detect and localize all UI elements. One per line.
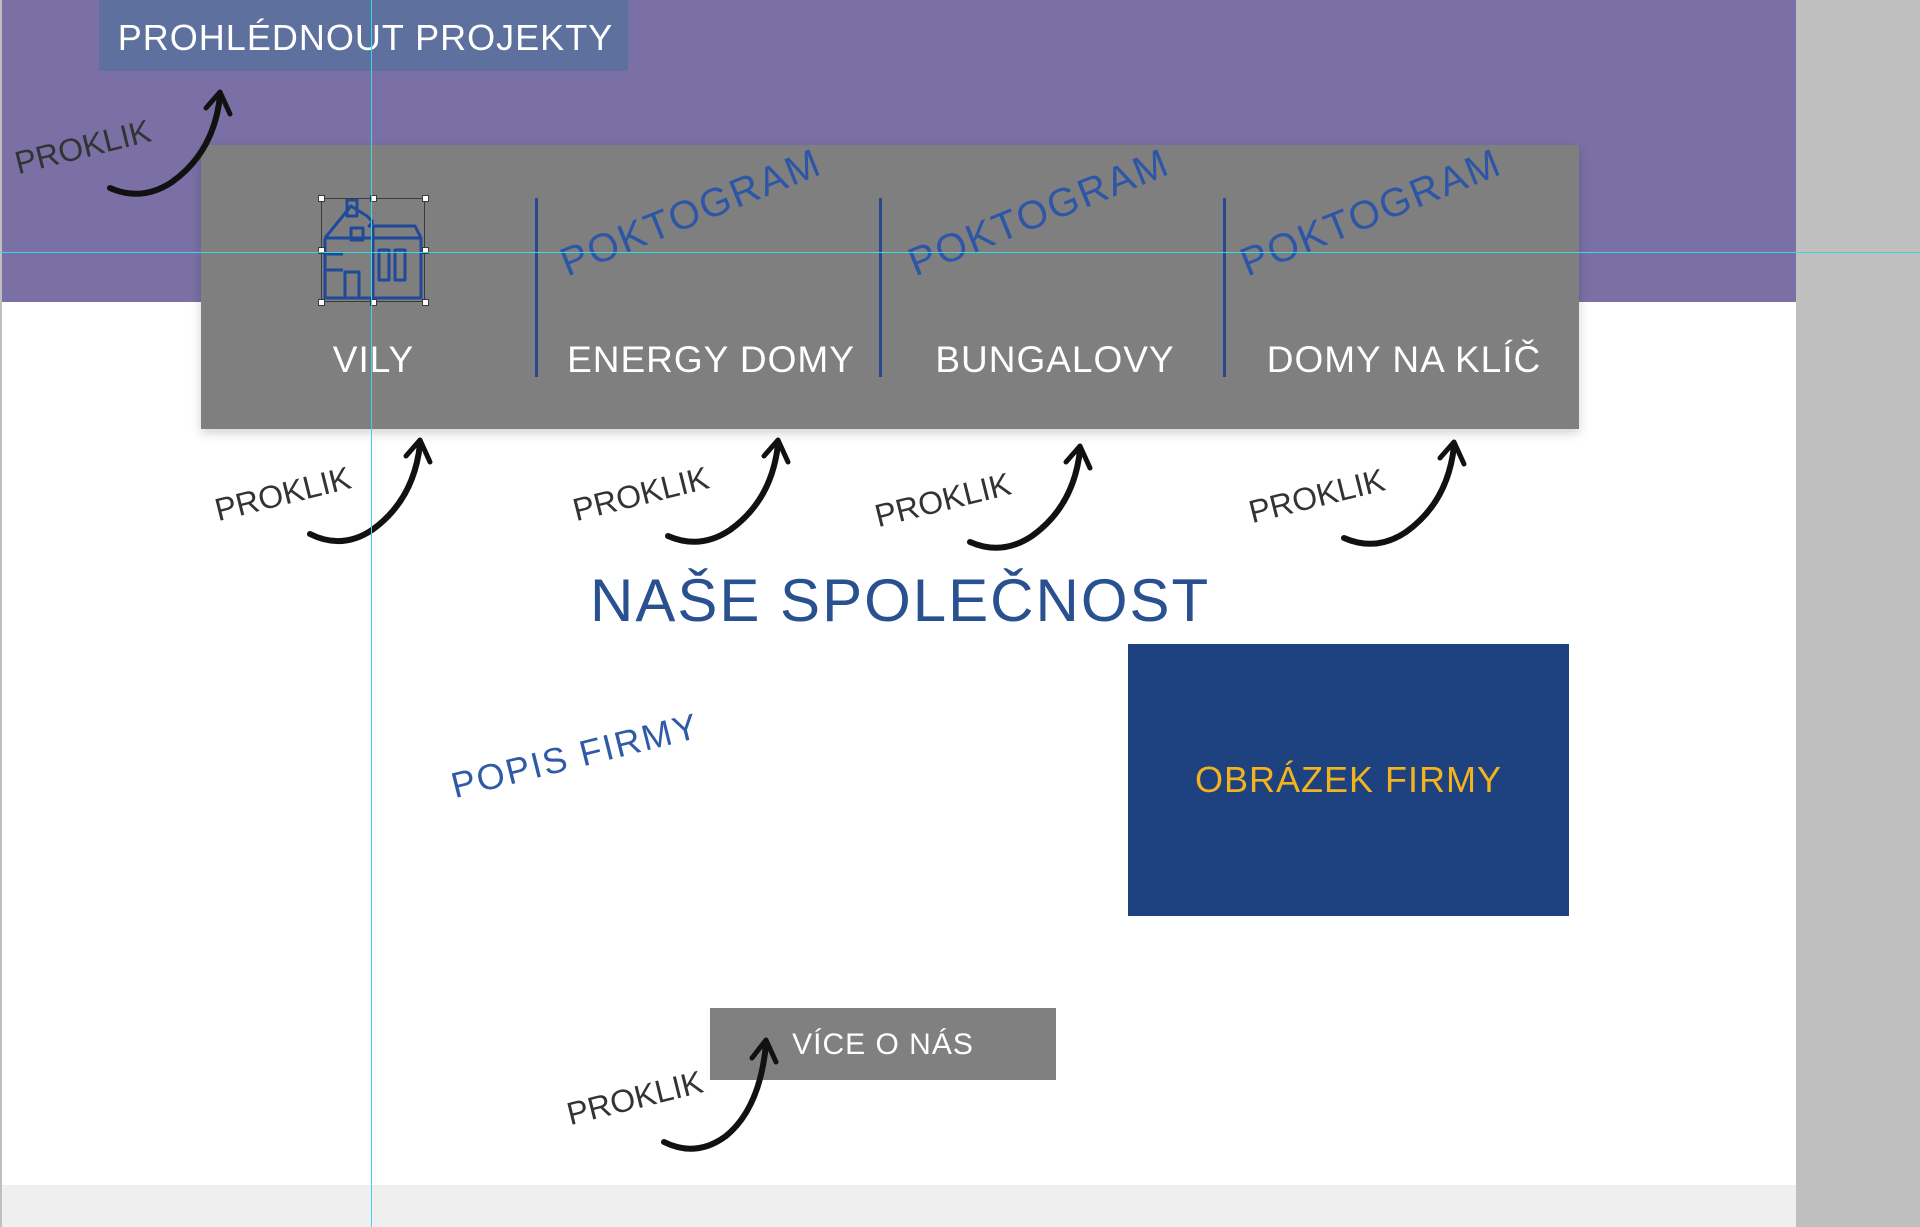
category-label: DOMY NA KLÍČ [1266, 339, 1542, 380]
selection-box[interactable] [321, 198, 425, 302]
arrow-icon [107, 89, 233, 197]
category-label: BUNGALOVY [935, 339, 1175, 380]
arrow-icon [1341, 439, 1467, 547]
resize-handle-bottom-right[interactable] [422, 299, 429, 306]
category-energy-domy[interactable]: POKTOGRAM ENERGY DOMY [541, 140, 881, 429]
pictogram-placeholder: POKTOGRAM [902, 140, 1176, 286]
resize-handle-top-left[interactable] [318, 195, 325, 202]
pictogram-placeholder: POKTOGRAM [554, 140, 828, 286]
resize-handle-top[interactable] [370, 195, 377, 202]
category-bar: VILY POKTOGRAM ENERGY DOMY POKTOGRAM BUN… [201, 140, 1579, 429]
resize-handle-left[interactable] [318, 247, 325, 254]
category-vily[interactable]: VILY [201, 145, 536, 429]
category-divider [535, 198, 538, 377]
arrow-icon [307, 437, 433, 545]
resize-handle-right[interactable] [422, 247, 429, 254]
category-divider [879, 198, 882, 377]
horizontal-guide-line[interactable] [0, 252, 1920, 253]
design-canvas: PROHLÉDNOUT PROJEKTY [2, 0, 1796, 1227]
company-image-placeholder: OBRÁZEK FIRMY [1128, 644, 1569, 916]
category-divider [1223, 198, 1226, 377]
vertical-guide-line[interactable] [371, 0, 372, 1227]
arrow-icon [967, 443, 1093, 551]
category-label: ENERGY DOMY [567, 339, 855, 380]
company-image-label: OBRÁZEK FIRMY [1194, 759, 1503, 800]
section-title: NAŠE SPOLEČNOST [590, 567, 1211, 634]
house-icon [323, 198, 423, 300]
arrow-icon [665, 437, 791, 545]
footer-strip [2, 1185, 1796, 1227]
browse-projects-button[interactable]: PROHLÉDNOUT PROJEKTY [99, 0, 628, 71]
pictogram-placeholder: POKTOGRAM [1234, 140, 1508, 286]
category-bungalovy[interactable]: POKTOGRAM BUNGALOVY [885, 140, 1225, 429]
resize-handle-top-right[interactable] [422, 195, 429, 202]
resize-handle-bottom-left[interactable] [318, 299, 325, 306]
arrow-icon [661, 1037, 779, 1152]
category-label: VILY [332, 339, 415, 380]
category-domy-na-klic[interactable]: POKTOGRAM DOMY NA KLÍČ [1229, 140, 1579, 429]
resize-handle-bottom[interactable] [370, 299, 377, 306]
company-description-placeholder: POPIS FIRMY [446, 704, 704, 807]
